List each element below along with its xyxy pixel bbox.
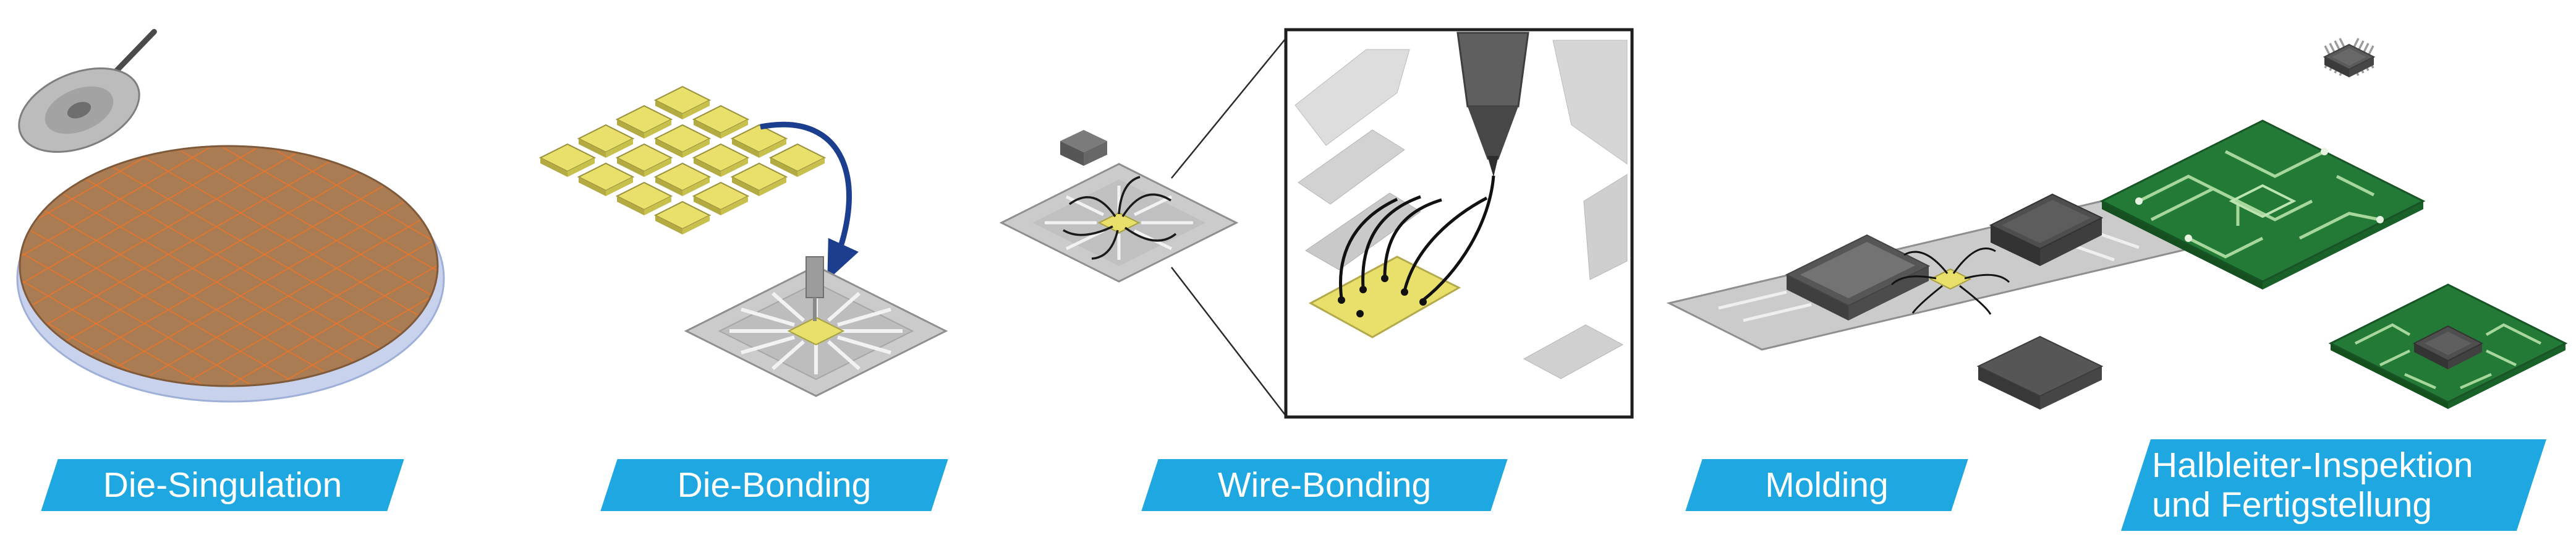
leadframe-leads	[729, 288, 903, 374]
wafer-grid	[21, 147, 436, 385]
pcb-traces	[2138, 150, 2381, 259]
bond-head-icon	[806, 256, 824, 321]
chip-footprint	[2229, 184, 2297, 218]
die-array	[540, 86, 825, 235]
magnified-inset	[1284, 28, 1634, 419]
leadframe	[684, 256, 948, 397]
bond-head-icon	[1060, 130, 1107, 166]
packaged-chip-icon	[2323, 37, 2376, 77]
pick-and-place-arrow	[760, 121, 859, 281]
die-placement-illustration	[540, 86, 948, 397]
banner-die-bonding: Die-Bonding	[609, 459, 940, 511]
leadframe-fingers	[1294, 40, 1628, 379]
bare-pcb	[2099, 119, 2426, 290]
step-label: Wire-Bonding	[1217, 465, 1432, 505]
step-inspection-finishing: Halbleiter-Inspektion und Fertigstellung	[2077, 0, 2576, 542]
step-label: Die-Bonding	[677, 465, 872, 505]
mounted-chip	[2412, 325, 2484, 369]
banner-wire-bonding: Wire-Bonding	[1150, 459, 1499, 511]
die-pad	[1308, 256, 1461, 338]
molded-package-illustration	[1666, 193, 2198, 410]
mold-cap	[1976, 335, 2104, 410]
wire-bonder-illustration	[999, 28, 1634, 419]
step-die-singulation: Die-Singulation	[0, 0, 470, 542]
callout-line	[1171, 267, 1286, 416]
populated-pcb	[2328, 283, 2568, 409]
molded-package	[1785, 234, 1931, 320]
inspection-finishing-illustration	[2099, 37, 2568, 409]
saw-blade-icon	[18, 28, 157, 153]
bond-wires	[1063, 176, 1177, 260]
bond-balls	[1338, 275, 1427, 317]
chip-on-strip	[1989, 193, 2104, 266]
die-pad	[787, 316, 845, 346]
banner-die-singulation: Die-Singulation	[49, 459, 396, 511]
step-wire-bonding: Wire-Bonding	[964, 0, 1644, 542]
bonded-unit	[999, 130, 1239, 283]
bond-capillary-tool	[1456, 32, 1529, 177]
exposed-die-wires	[1890, 247, 2010, 315]
step-label: Halbleiter-Inspektion und Fertigstellung	[2152, 445, 2473, 525]
step-label: Die-Singulation	[103, 465, 342, 505]
bond-wires	[1339, 175, 1495, 301]
callout-line	[1171, 38, 1286, 179]
pcb-traces	[2354, 323, 2542, 390]
banner-molding: Molding	[1694, 459, 1960, 511]
banner-inspection-finishing: Halbleiter-Inspektion und Fertigstellung	[2136, 439, 2531, 531]
step-molding: Molding	[1644, 0, 2201, 542]
step-label: Molding	[1765, 465, 1889, 505]
pcb-pads	[2135, 148, 2384, 242]
step-die-bonding: Die-Bonding	[470, 0, 964, 542]
wafer-saw-illustration	[16, 28, 445, 403]
